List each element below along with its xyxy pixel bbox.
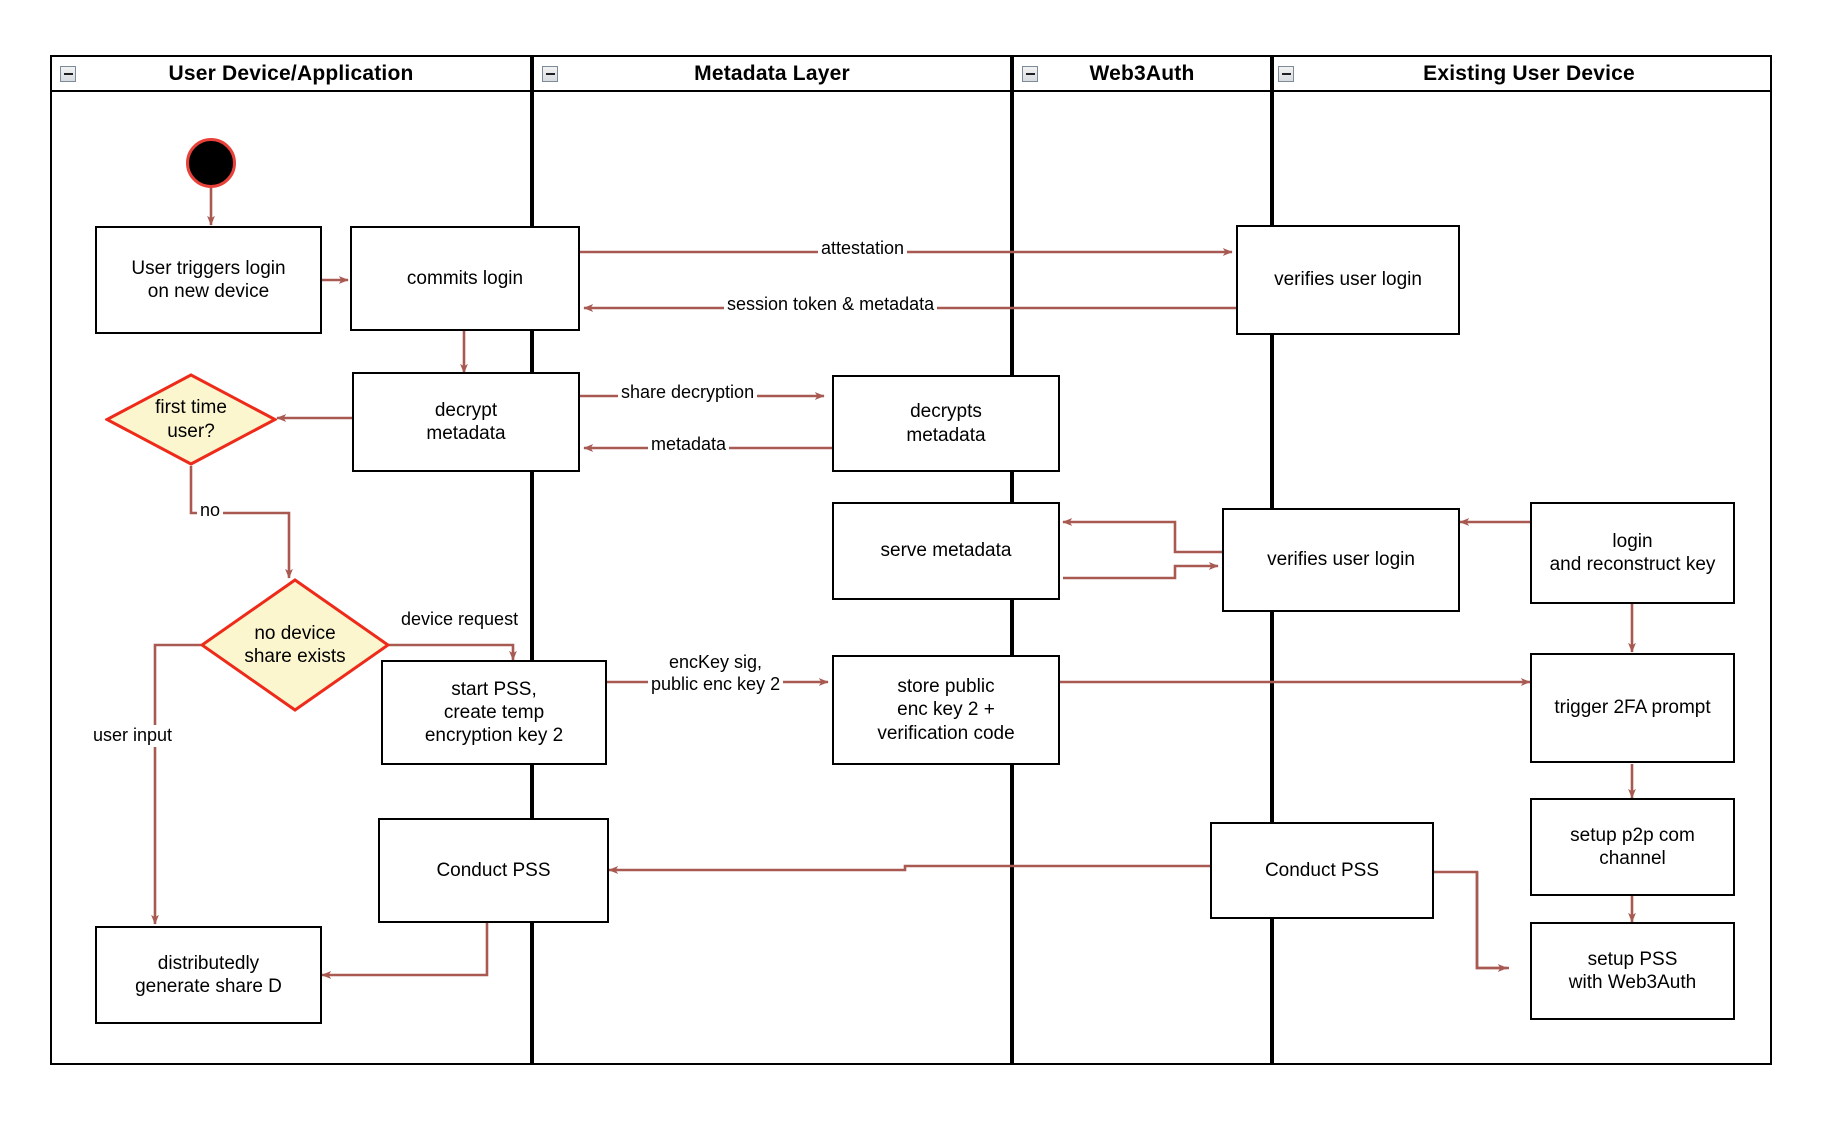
start-node[interactable] bbox=[186, 138, 236, 188]
node-decrypt-metadata[interactable]: decrypt metadata bbox=[352, 372, 580, 472]
node-conduct-pss-web3auth[interactable]: Conduct PSS bbox=[1210, 822, 1434, 919]
node-login-and-reconstruct-key[interactable]: login and reconstruct key bbox=[1530, 502, 1735, 604]
lane-header-existing-user-device[interactable]: Existing User Device bbox=[1272, 55, 1772, 92]
node-trigger-2fa-prompt[interactable]: trigger 2FA prompt bbox=[1530, 653, 1735, 763]
node-verifies-user-login-mid[interactable]: verifies user login bbox=[1222, 508, 1460, 612]
lane-header-user-device[interactable]: User Device/Application bbox=[50, 55, 532, 92]
collapse-minus-icon[interactable] bbox=[60, 65, 76, 82]
edge-label-share-decryption: share decryption bbox=[618, 382, 758, 404]
node-store-public-enc-key[interactable]: store public enc key 2 + verification co… bbox=[832, 655, 1060, 765]
lane-title-web3auth: Web3Auth bbox=[1089, 61, 1195, 85]
edge-label-device-request: device request bbox=[401, 609, 519, 629]
collapse-minus-icon[interactable] bbox=[542, 65, 558, 82]
lane-title-existing-user-device: Existing User Device bbox=[1423, 61, 1635, 85]
edge-label-metadata: metadata bbox=[648, 434, 730, 456]
decision-label-no-device-share-exists: no device share exists bbox=[244, 622, 346, 667]
diamond-shape bbox=[200, 578, 390, 712]
edge-label-enckey-sig: encKey sig, public enc key 2 bbox=[648, 652, 784, 696]
decision-no-device-share-exists[interactable]: no device share exists bbox=[200, 578, 390, 712]
node-verifies-user-login-top[interactable]: verifies user login bbox=[1236, 225, 1460, 335]
collapse-minus-icon[interactable] bbox=[1022, 65, 1038, 82]
lane-title-user-device: User Device/Application bbox=[168, 61, 414, 85]
node-setup-pss-with-web3auth[interactable]: setup PSS with Web3Auth bbox=[1530, 922, 1735, 1020]
lane-header-web3auth[interactable]: Web3Auth bbox=[1012, 55, 1272, 92]
node-conduct-pss-user-device[interactable]: Conduct PSS bbox=[378, 818, 609, 923]
edge-label-no: no bbox=[197, 500, 224, 522]
diamond-shape bbox=[105, 373, 277, 466]
node-start-pss[interactable]: start PSS, create temp encryption key 2 bbox=[381, 660, 607, 765]
node-serve-metadata[interactable]: serve metadata bbox=[832, 502, 1060, 600]
edge-label-attestation: attestation bbox=[818, 238, 908, 260]
edge-label-user-input: user input bbox=[90, 725, 176, 747]
node-commits-login[interactable]: commits login bbox=[350, 226, 580, 331]
node-user-triggers-login[interactable]: User triggers login on new device bbox=[95, 226, 322, 334]
decision-label-first-time-user: first time user? bbox=[155, 397, 227, 442]
node-distributedly-generate-share-d[interactable]: distributedly generate share D bbox=[95, 926, 322, 1024]
edge-label-session-token-metadata: session token & metadata bbox=[724, 294, 938, 316]
node-decrypts-metadata[interactable]: decrypts metadata bbox=[832, 375, 1060, 472]
lane-header-metadata-layer[interactable]: Metadata Layer bbox=[532, 55, 1012, 92]
lane-title-metadata-layer: Metadata Layer bbox=[694, 61, 850, 85]
collapse-minus-icon[interactable] bbox=[1278, 65, 1294, 82]
node-setup-p2p-com-channel[interactable]: setup p2p com channel bbox=[1530, 798, 1735, 896]
decision-first-time-user[interactable]: first time user? bbox=[105, 373, 277, 466]
